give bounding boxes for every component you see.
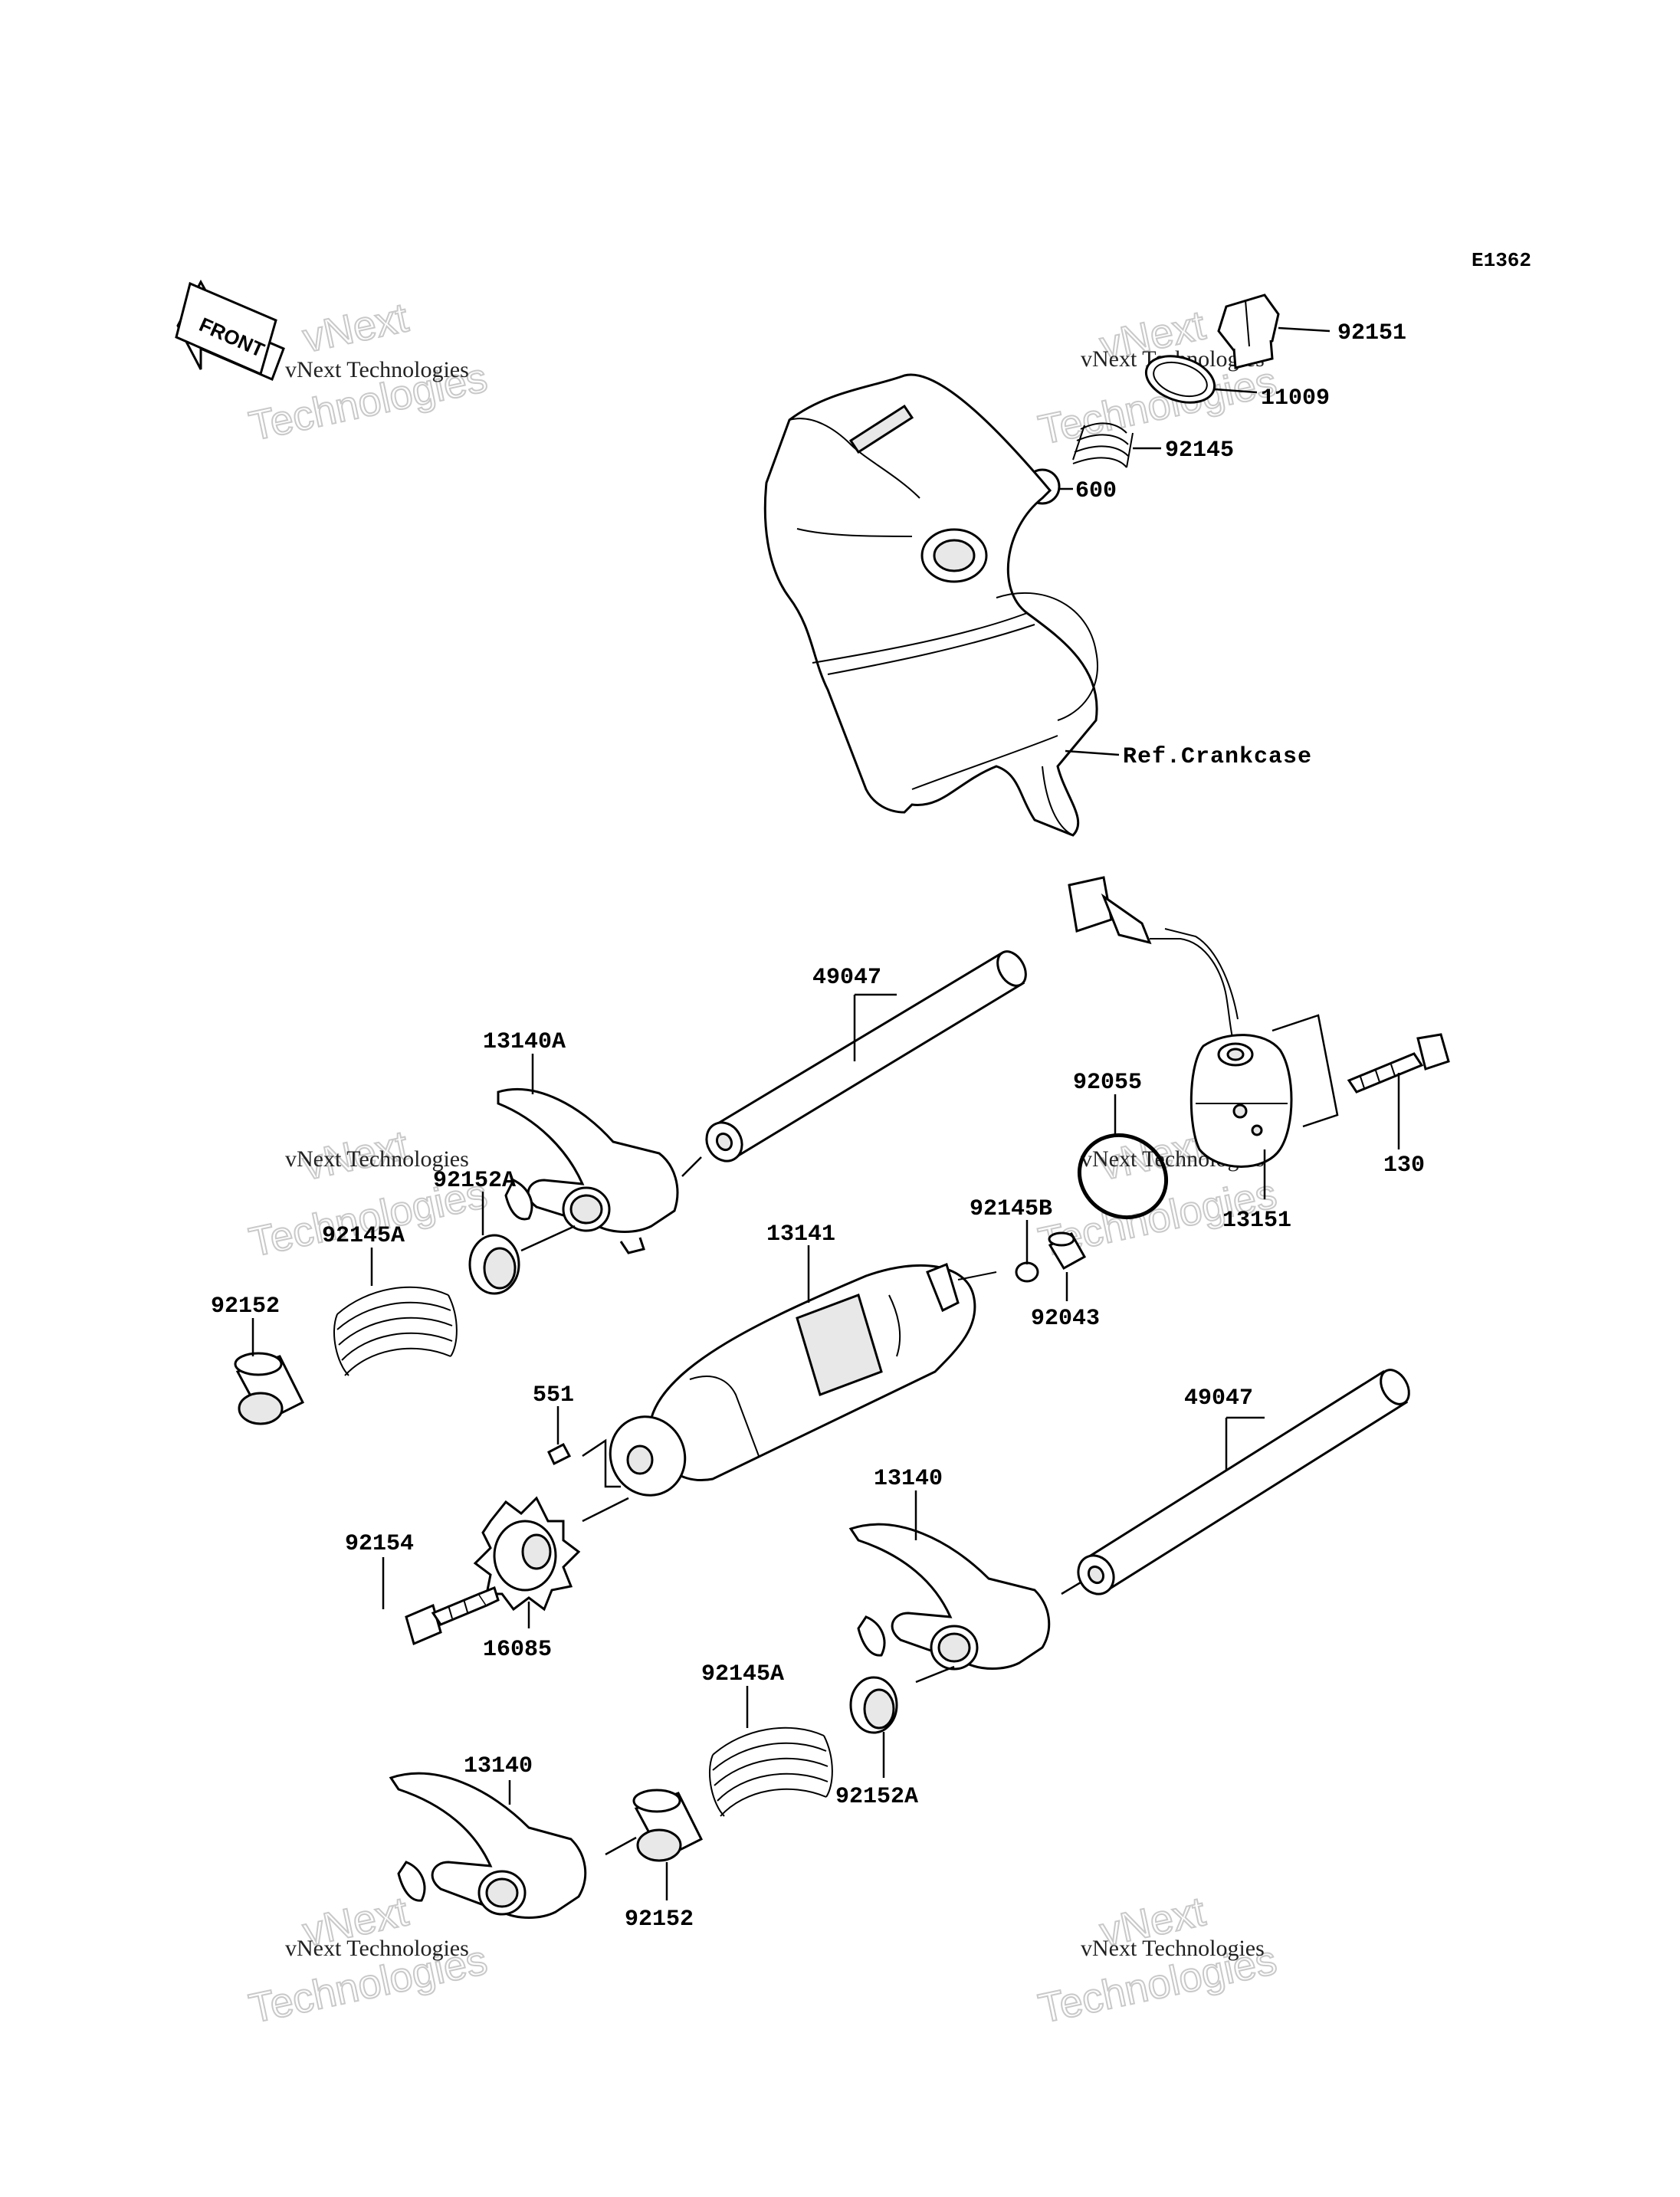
label-13140A: 13140A bbox=[483, 1029, 566, 1055]
label-92145A-bottom: 92145A bbox=[701, 1661, 784, 1687]
gear-position-sensor-13151 bbox=[1068, 876, 1293, 1168]
collar-92152-bottom bbox=[632, 1789, 704, 1862]
svg-text:vNext Technologies: vNext Technologies bbox=[285, 357, 469, 382]
shift-fork-13140A bbox=[497, 1088, 679, 1254]
watermark-bottom-right: vNext Technologies vNext Technologies bbox=[1034, 1887, 1281, 2032]
spring-92145B bbox=[1015, 1261, 1039, 1283]
label-16085: 16085 bbox=[483, 1637, 552, 1663]
pin-551 bbox=[547, 1442, 572, 1466]
label-13141: 13141 bbox=[766, 1221, 835, 1248]
svg-text:vNext: vNext bbox=[299, 294, 412, 361]
label-49047-bottom: 49047 bbox=[1184, 1385, 1253, 1412]
reference-label-crankcase: Ref.Crankcase bbox=[1123, 744, 1312, 770]
label-92145: 92145 bbox=[1165, 438, 1234, 464]
label-600: 600 bbox=[1075, 478, 1117, 504]
label-13140-bottom: 13140 bbox=[464, 1753, 533, 1779]
crankcase-fragment bbox=[763, 373, 1098, 837]
gear-16085 bbox=[473, 1496, 581, 1612]
label-92055: 92055 bbox=[1073, 1070, 1142, 1096]
front-arrow-icon: FRONT bbox=[175, 279, 285, 381]
bolt-92154 bbox=[405, 1586, 500, 1646]
collar-92152A-top bbox=[468, 1234, 520, 1295]
label-92152A-bottom: 92152A bbox=[835, 1784, 918, 1810]
label-92152-left: 92152 bbox=[211, 1294, 280, 1320]
svg-text:vNext Technologies: vNext Technologies bbox=[1081, 1936, 1265, 1961]
diagram-code: E1362 bbox=[1472, 249, 1531, 272]
label-92043: 92043 bbox=[1031, 1306, 1100, 1332]
o-ring-92055 bbox=[1077, 1133, 1169, 1220]
watermark-bottom-left: vNext Technologies vNext Technologies bbox=[244, 1887, 492, 2032]
label-13140-mid: 13140 bbox=[874, 1466, 943, 1492]
label-92154: 92154 bbox=[345, 1531, 414, 1557]
shift-rod-top-49047 bbox=[705, 950, 1027, 1162]
collar-92152-left bbox=[234, 1352, 305, 1425]
label-130: 130 bbox=[1383, 1153, 1425, 1179]
label-551: 551 bbox=[533, 1382, 574, 1408]
svg-text:vNext Technologies: vNext Technologies bbox=[285, 1936, 469, 1961]
shift-drum-13141 bbox=[609, 1262, 997, 1497]
pin-92043 bbox=[1048, 1231, 1087, 1271]
label-92152A-top: 92152A bbox=[433, 1168, 516, 1194]
gasket-11009 bbox=[1144, 355, 1216, 404]
label-92151: 92151 bbox=[1337, 320, 1406, 346]
shift-fork-13140-bottom bbox=[389, 1772, 587, 1919]
label-92145B: 92145B bbox=[970, 1196, 1052, 1222]
shift-rod-bottom-49047 bbox=[1077, 1369, 1410, 1595]
label-49047-top: 49047 bbox=[812, 965, 881, 991]
label-13151: 13151 bbox=[1222, 1208, 1291, 1234]
watermark-top-left: vNext Technologies vNext Technologies bbox=[244, 293, 492, 450]
label-92145A-left: 92145A bbox=[322, 1223, 405, 1249]
shift-fork-13140-mid bbox=[848, 1523, 1051, 1671]
plug-bolt-92151 bbox=[1217, 293, 1280, 369]
spring-92145A-bottom bbox=[708, 1726, 833, 1817]
spring-92145A-left bbox=[333, 1286, 458, 1376]
label-11009: 11009 bbox=[1261, 385, 1330, 412]
bolt-130 bbox=[1347, 1033, 1450, 1094]
svg-text:vNext Technologies: vNext Technologies bbox=[285, 1146, 469, 1172]
label-92152-bottom: 92152 bbox=[625, 1907, 694, 1933]
spring-92145 bbox=[1072, 422, 1134, 468]
collar-92152A-bottom bbox=[849, 1676, 898, 1734]
